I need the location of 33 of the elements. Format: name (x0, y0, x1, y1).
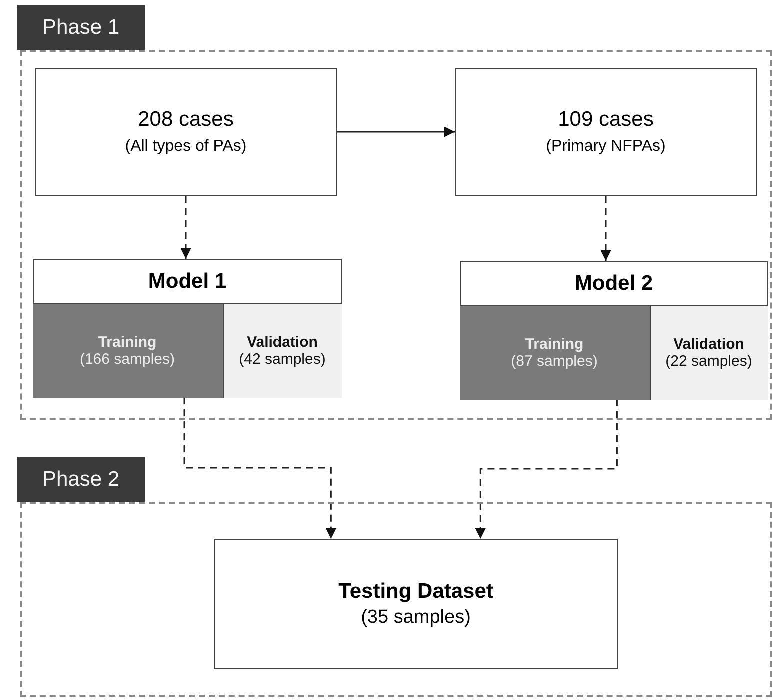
training-split (32, 302, 222, 398)
model-box (460, 261, 768, 400)
model-box (33, 259, 342, 398)
arrow (180, 196, 192, 259)
validation-split (222, 302, 342, 398)
case-description: (Primary NFPAs) (546, 138, 666, 156)
split-title: Training (525, 336, 584, 352)
model-title: Model 2 (574, 270, 654, 296)
process-box (35, 68, 337, 196)
box-title: Testing Dataset (338, 580, 494, 604)
phase-tab: Phase 2 (17, 457, 145, 502)
model-title: Model 1 (147, 268, 228, 294)
case-description: (All types of PAs) (125, 138, 247, 156)
sample-count: (35 samples) (361, 606, 471, 628)
arrow (337, 126, 455, 138)
phase-tab: Phase 1 (17, 5, 145, 50)
arrow (184, 398, 336, 539)
sample-count: (166 samples) (80, 350, 176, 368)
split-title: Validation (674, 336, 744, 352)
split-title: Validation (247, 334, 318, 350)
training-split (460, 304, 650, 400)
case-count: 109 cases (558, 108, 654, 132)
validation-split (650, 304, 768, 400)
sample-count: (42 samples) (239, 350, 326, 368)
process-box (455, 68, 757, 196)
arrow (475, 400, 618, 539)
arrow (600, 196, 612, 261)
sample-count: (87 samples) (511, 352, 598, 370)
split-title: Training (98, 334, 157, 350)
case-count: 208 cases (138, 108, 234, 132)
sample-count: (22 samples) (666, 352, 752, 370)
process-box (214, 539, 618, 669)
phase-panel (17, 457, 772, 697)
